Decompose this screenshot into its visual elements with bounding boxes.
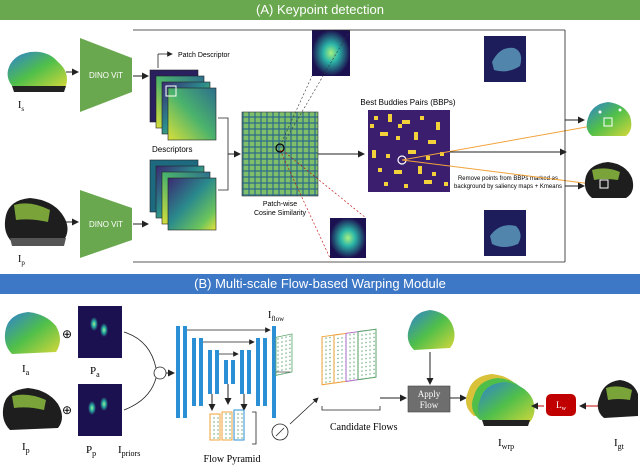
section-a-title: (A) Keypoint detection <box>256 2 384 17</box>
i-flow-label: Iflow <box>268 310 285 323</box>
svg-text:Apply: Apply <box>418 389 441 399</box>
p-p-label: Pp <box>86 444 96 458</box>
cosine-similarity-matrix <box>241 111 319 197</box>
flow-pyramid-label: Flow Pyramid <box>204 454 261 465</box>
section-b-title: (B) Multi-scale Flow-based Warping Modul… <box>194 276 446 291</box>
flow-field-output <box>275 333 293 376</box>
warped-outputs <box>466 374 535 426</box>
section-a-banner: (A) Keypoint detection <box>0 0 640 20</box>
cosine-label-line1: Patch-wise <box>263 201 297 208</box>
output-shoe-s-keypoints <box>586 102 632 136</box>
descriptors-label: Descriptors <box>152 145 192 154</box>
dino-vit-encoder-bottom: DINO ViT <box>80 190 132 258</box>
candidate-flows-stack <box>321 328 377 386</box>
input-s-label: Is <box>18 100 24 113</box>
shoe-p-image-b <box>2 388 62 430</box>
output-shoe-p-keypoints <box>584 162 634 198</box>
heatmap-crop-top <box>312 30 350 76</box>
section-b-banner: (B) Multi-scale Flow-based Warping Modul… <box>0 274 640 294</box>
cosine-label-line2: Cosine Similarity <box>254 210 307 217</box>
i-gt-label: Igt <box>614 437 625 451</box>
unet-architecture <box>176 326 276 418</box>
prior-heatmap-p <box>78 384 122 436</box>
section-a: Is Ip DINO ViT DINO ViT <box>4 29 634 267</box>
shoe-a-to-warp <box>407 310 455 350</box>
remove-points-line1: Remove points from BBPs marked as <box>458 176 558 182</box>
i-p-label: Ip <box>22 441 30 455</box>
saliency-map-top <box>484 36 526 82</box>
oplus-bottom: ⊕ <box>62 403 72 417</box>
descriptor-stack-bottom <box>149 159 217 231</box>
heatmap-crop-bottom <box>330 218 366 258</box>
svg-text:Flow: Flow <box>420 400 439 410</box>
shoe-p-image <box>4 198 68 246</box>
p-a-label: Pa <box>90 365 100 379</box>
input-p-label: Ip <box>18 254 25 267</box>
descriptor-stack-top <box>149 69 217 141</box>
oplus-top: ⊕ <box>62 327 72 341</box>
section-b: Ia ⊕ Pa Ip ⊕ Pp Ipriors <box>2 306 638 465</box>
svg-text:DINO ViT: DINO ViT <box>89 71 123 80</box>
shoe-s-image <box>7 51 68 92</box>
i-a-label: Ia <box>22 363 30 377</box>
apply-flow-block: Apply Flow <box>407 385 451 413</box>
shoe-a-image <box>4 312 60 354</box>
svg-text:Lw: Lw <box>556 400 567 412</box>
shoe-gt-image <box>597 380 638 418</box>
bbp-title: Best Buddies Pairs (BBPs) <box>360 98 455 107</box>
remove-points-line2: background by saliency maps + Kmeans <box>454 184 562 190</box>
candidate-flows-label: Candidate Flows <box>330 422 398 433</box>
best-buddies-pairs-map <box>368 110 450 192</box>
saliency-map-bottom <box>484 210 526 256</box>
prior-heatmap-a <box>78 306 122 358</box>
svg-text:DINO ViT: DINO ViT <box>89 220 123 229</box>
patch-descriptor-label: Patch Descriptor <box>178 52 230 59</box>
i-priors-label: Ipriors <box>118 444 140 458</box>
flow-pyramid <box>208 384 257 445</box>
dino-vit-encoder-top: DINO ViT <box>80 38 132 112</box>
warp-loss-block: Lw <box>546 394 576 416</box>
i-wrp-label: Iwrp <box>498 437 514 451</box>
